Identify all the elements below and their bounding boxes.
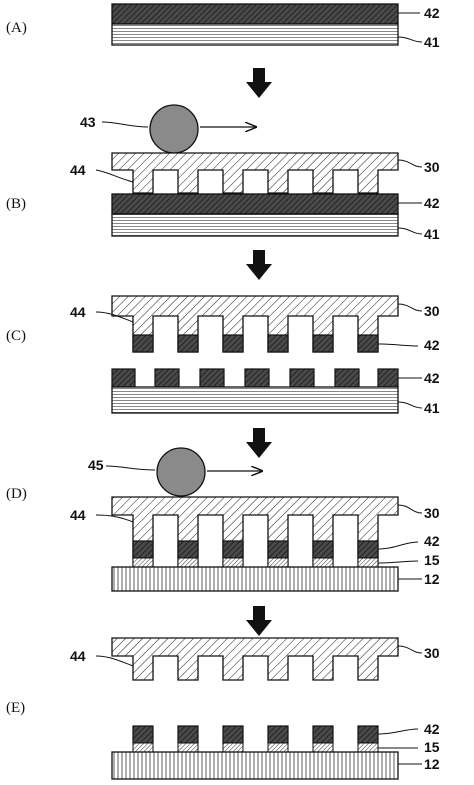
stamp-30-b: [111, 152, 399, 194]
leader-c-41: [397, 401, 423, 409]
roller-45: [156, 447, 206, 497]
pattern-42-e: [132, 725, 379, 744]
label-b-42: 42: [424, 195, 440, 211]
stamp-tips-42-d: [132, 540, 379, 559]
layer-42-a: [111, 3, 399, 25]
label-d-42: 42: [424, 533, 440, 549]
leader-b-30: [397, 159, 423, 168]
label-e-30: 30: [424, 645, 440, 661]
label-c-44: 44: [70, 304, 86, 320]
leader-e-30: [397, 645, 423, 654]
stamp-tips-42-c: [132, 334, 379, 353]
layer-42-b: [111, 193, 399, 215]
panel-label-c: (C): [6, 328, 26, 344]
panel-label-e: (E): [6, 700, 25, 716]
adhesion-15-d: [132, 557, 379, 568]
label-d-15: 15: [424, 552, 440, 568]
leader-d-45: [105, 465, 156, 471]
leader-d-30: [397, 504, 423, 514]
panel-label-b: (B): [6, 196, 26, 212]
substrate-12-e: [111, 751, 399, 780]
leader-e-42: [377, 728, 419, 735]
down-arrow-4: [246, 606, 272, 636]
label-b-30: 30: [424, 159, 440, 175]
leader-b-44: [95, 169, 134, 183]
down-arrow-1: [246, 68, 272, 98]
label-b-43: 43: [80, 114, 96, 130]
substrate-12-d: [111, 566, 399, 592]
panel-label-a: (A): [6, 20, 27, 36]
substrate-41-c: [111, 386, 399, 414]
leader-d-44: [95, 514, 134, 523]
stamp-30-d: [111, 496, 399, 568]
adhesion-15-e: [132, 742, 379, 753]
leader-c-42-stamp: [377, 343, 419, 347]
label-e-44: 44: [70, 648, 86, 664]
residual-42-c: [111, 368, 399, 388]
down-arrow-3: [246, 428, 272, 458]
down-arrow-2: [246, 250, 272, 280]
label-b-44: 44: [70, 162, 86, 178]
panel-label-d: (D): [6, 486, 27, 502]
label-e-42: 42: [424, 721, 440, 737]
label-a-41: 41: [424, 34, 440, 50]
leader-b-41: [397, 227, 423, 235]
label-c-42-stamp: 42: [424, 337, 440, 353]
stamp-30-e: [111, 637, 399, 681]
leader-c-30: [397, 303, 423, 312]
leader-d-15: [377, 560, 419, 564]
label-a-42: 42: [424, 5, 440, 21]
label-d-12: 12: [424, 571, 440, 587]
label-c-30: 30: [424, 303, 440, 319]
label-e-15: 15: [424, 739, 440, 755]
stamp-30-c: [111, 295, 399, 353]
label-e-12: 12: [424, 756, 440, 772]
label-d-45: 45: [88, 457, 104, 473]
substrate-41-a: [111, 23, 399, 46]
leader-b-43: [101, 121, 149, 128]
leader-d-42: [377, 541, 419, 550]
label-d-30: 30: [424, 505, 440, 521]
label-d-44: 44: [70, 507, 86, 523]
roller-43: [149, 104, 199, 154]
leader-e-44: [95, 655, 134, 667]
label-c-42-sub: 42: [424, 370, 440, 386]
label-c-41: 41: [424, 400, 440, 416]
leader-c-44: [95, 311, 134, 323]
leader-a-41: [397, 36, 423, 43]
label-b-41: 41: [424, 226, 440, 242]
substrate-41-b: [111, 213, 399, 237]
